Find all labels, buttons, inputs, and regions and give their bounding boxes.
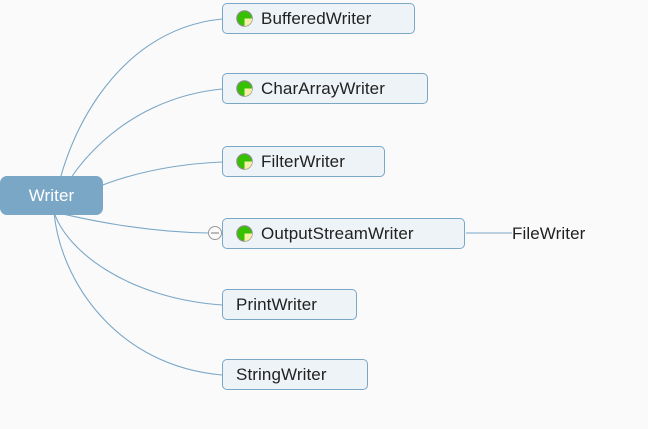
- java-class-icon: [236, 225, 253, 242]
- edge-writer-stringwriter: [53, 211, 223, 376]
- node-printwriter[interactable]: PrintWriter: [222, 289, 357, 320]
- node-root-writer[interactable]: Writer: [0, 176, 103, 215]
- node-label-printwriter: PrintWriter: [236, 294, 318, 314]
- node-label-writer: Writer: [28, 185, 75, 205]
- java-class-icon: [236, 153, 253, 170]
- node-stringwriter[interactable]: StringWriter: [222, 359, 368, 390]
- node-chararraywriter[interactable]: CharArrayWriter: [222, 73, 428, 104]
- node-outputstreamwriter[interactable]: OutputStreamWriter: [222, 218, 465, 249]
- node-label-filewriter: FileWriter: [512, 223, 586, 243]
- node-filterwriter[interactable]: FilterWriter: [222, 146, 385, 177]
- java-class-icon: [236, 10, 253, 27]
- node-label-outputstreamwriter: OutputStreamWriter: [261, 223, 414, 243]
- node-label-stringwriter: StringWriter: [236, 364, 327, 384]
- edge-writer-outputstreamwriter: [53, 211, 209, 234]
- collapse-toggle-outputstreamwriter[interactable]: [208, 226, 222, 240]
- node-label-bufferedwriter: BufferedWriter: [261, 8, 372, 28]
- node-bufferedwriter[interactable]: BufferedWriter: [222, 3, 415, 34]
- node-label-chararraywriter: CharArrayWriter: [261, 78, 385, 98]
- node-filewriter[interactable]: FileWriter: [512, 218, 608, 249]
- java-class-icon: [236, 80, 253, 97]
- edge-writer-printwriter: [53, 211, 223, 306]
- node-label-filterwriter: FilterWriter: [261, 151, 345, 171]
